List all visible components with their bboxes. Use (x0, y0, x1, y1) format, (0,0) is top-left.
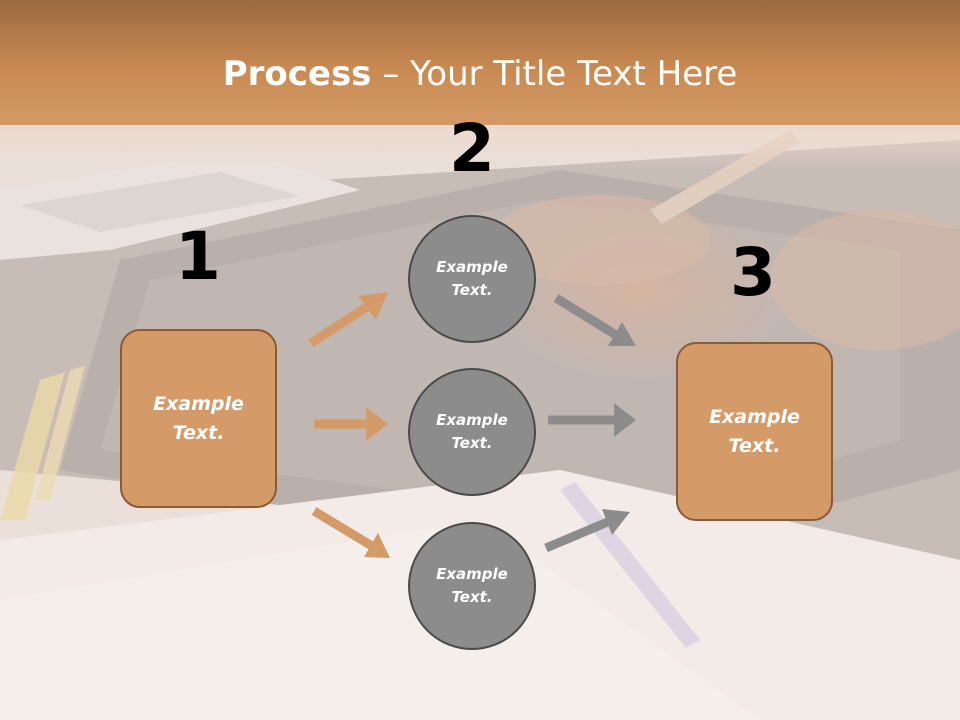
circle-top: Example Text. (408, 215, 536, 343)
circle-middle-text: Example Text. (436, 411, 508, 452)
title-rest: – Your Title Text Here (371, 54, 738, 94)
circle-bottom-text: Example Text. (436, 565, 508, 606)
circle-middle: Example Text. (408, 368, 536, 496)
arrow-gray-up-icon (544, 509, 630, 553)
step-1-box: Example Text. (120, 329, 277, 508)
step-3-text: Example Text. (709, 405, 800, 457)
arrow-gray-down-icon (553, 294, 636, 346)
arrow-gray-right-icon (548, 403, 636, 437)
circle-top-text: Example Text. (436, 258, 508, 299)
step-number-3: 3 (730, 234, 776, 311)
arrow-orange-down-icon (311, 507, 390, 558)
title-bold: Process (222, 54, 372, 94)
circle-bottom: Example Text. (408, 522, 536, 650)
slide-title: Process – Your Title Text Here (0, 52, 960, 96)
step-3-box: Example Text. (676, 342, 833, 521)
step-1-text: Example Text. (153, 392, 244, 444)
step-number-1: 1 (175, 218, 221, 295)
arrow-orange-up-icon (308, 292, 388, 347)
step-number-2: 2 (449, 110, 495, 187)
arrow-orange-right-icon (314, 407, 388, 441)
